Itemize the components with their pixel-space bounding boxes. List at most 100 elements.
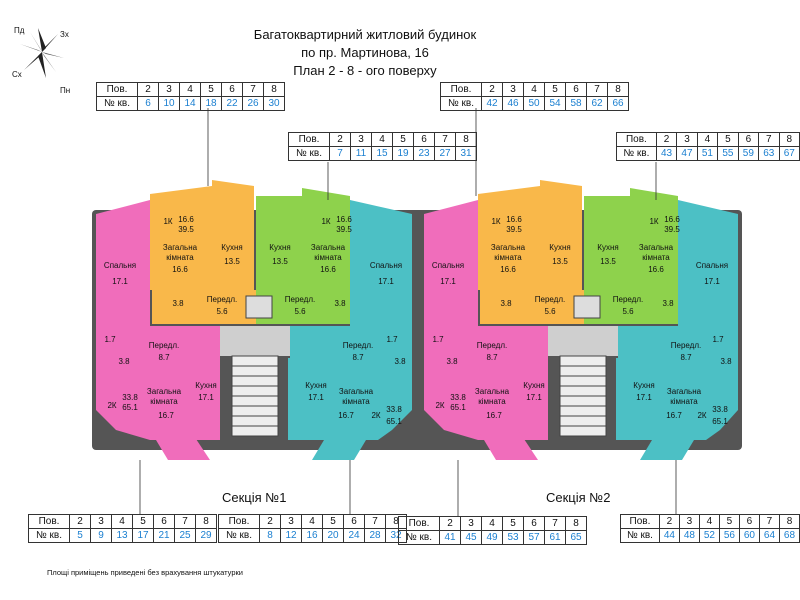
room-area: 16.6: [172, 265, 188, 274]
room-label: Кухня: [269, 243, 290, 252]
room-area: 8.7: [486, 353, 498, 362]
room-area: 8.7: [680, 353, 692, 362]
room-area: 17.1: [440, 277, 456, 286]
room-label: Передл.: [613, 295, 643, 304]
room-area: 3.8: [500, 299, 512, 308]
room-label: Кухня: [523, 381, 544, 390]
room-area: 17.1: [526, 393, 542, 402]
room-area: 16.7: [158, 411, 174, 420]
room-area: 5.6: [294, 307, 306, 316]
room-label: кімната: [314, 253, 342, 262]
room-area: 3.8: [394, 357, 406, 366]
room-label: кімната: [642, 253, 670, 262]
compass-label-sw: Сх: [12, 70, 22, 79]
room-label: Загальна: [163, 243, 198, 252]
room-label: Передл.: [207, 295, 237, 304]
room-area: 5.6: [622, 307, 634, 316]
apt-area: 65.1: [450, 403, 466, 412]
room-label: Кухня: [633, 381, 654, 390]
room-label: Загальна: [475, 387, 510, 396]
room-area: 3.8: [662, 299, 674, 308]
section-1-labels: Спальня 17.1 Загальна кімната 16.6 Кухня…: [104, 215, 406, 426]
room-area: 3.8: [446, 357, 458, 366]
room-area: 16.7: [666, 411, 682, 420]
building-title: Багатоквартирний житловий будинок: [253, 27, 477, 42]
room-label: Спальня: [432, 261, 464, 270]
room-area: 3.8: [118, 357, 130, 366]
section-2-label: Секція №2: [546, 490, 611, 505]
room-area: 13.5: [272, 257, 288, 266]
room-area: 8.7: [352, 353, 364, 362]
apt-type: 2К: [435, 401, 444, 410]
footnote: Площі приміщень приведені без врахування…: [47, 568, 243, 577]
apt-type: 2К: [371, 411, 380, 420]
compass-icon: [20, 28, 64, 78]
apt-type: 1К: [649, 217, 658, 226]
plan-title: План 2 - 8 - ого поверху: [293, 63, 437, 78]
room-area: 1.7: [386, 335, 398, 344]
apt-area: 65.1: [386, 417, 402, 426]
room-area: 16.6: [648, 265, 664, 274]
room-area: 1.7: [104, 335, 116, 344]
room-area: 17.1: [636, 393, 652, 402]
room-label: кімната: [150, 397, 178, 406]
room-label: кімната: [494, 253, 522, 262]
room-area: 17.1: [112, 277, 128, 286]
room-label: Загальна: [147, 387, 182, 396]
room-label: кімната: [670, 397, 698, 406]
room-area: 8.7: [158, 353, 170, 362]
apt-area: 16.6: [336, 215, 352, 224]
apt-area: 16.6: [664, 215, 680, 224]
room-label: Передл.: [671, 341, 701, 350]
apt-type: 1К: [491, 217, 500, 226]
room-label: Спальня: [370, 261, 402, 270]
section-1-plan: [96, 180, 412, 460]
apt-area: 16.6: [506, 215, 522, 224]
leader-lines: [139, 108, 677, 516]
room-label: Передл.: [477, 341, 507, 350]
section-2-labels: Спальня 17.1 Загальна кімната 16.6 Кухня…: [432, 215, 732, 426]
room-area: 5.6: [216, 307, 228, 316]
apt-area: 16.6: [178, 215, 194, 224]
apt-area: 33.8: [122, 393, 138, 402]
room-area: 13.5: [224, 257, 240, 266]
apt-type: 2К: [107, 401, 116, 410]
apt-area: 39.5: [506, 225, 522, 234]
room-area: 3.8: [720, 357, 732, 366]
room-label: Загальна: [339, 387, 374, 396]
room-label: Передл.: [285, 295, 315, 304]
room-area: 17.1: [308, 393, 324, 402]
room-area: 16.7: [338, 411, 354, 420]
room-label: Спальня: [104, 261, 136, 270]
compass-label-ne: Зх: [60, 30, 69, 39]
room-area: 16.7: [486, 411, 502, 420]
apt-type: 1К: [321, 217, 330, 226]
apt-area: 33.8: [386, 405, 402, 414]
room-label: Загальна: [491, 243, 526, 252]
apt-area: 39.5: [178, 225, 194, 234]
apt-area: 33.8: [712, 405, 728, 414]
compass-label-se: Пн: [60, 86, 71, 95]
room-area: 13.5: [600, 257, 616, 266]
room-area: 3.8: [334, 299, 346, 308]
room-label: Спальня: [696, 261, 728, 270]
apt-type: 1К: [163, 217, 172, 226]
apt-area: 33.8: [450, 393, 466, 402]
room-label: Кухня: [597, 243, 618, 252]
room-area: 5.6: [544, 307, 556, 316]
room-label: кімната: [342, 397, 370, 406]
room-label: Передл.: [535, 295, 565, 304]
room-area: 17.1: [378, 277, 394, 286]
room-label: Кухня: [305, 381, 326, 390]
room-label: Загальна: [639, 243, 674, 252]
room-label: Передл.: [149, 341, 179, 350]
apt-type: 2К: [697, 411, 706, 420]
apt-area: 39.5: [336, 225, 352, 234]
room-label: Загальна: [311, 243, 346, 252]
